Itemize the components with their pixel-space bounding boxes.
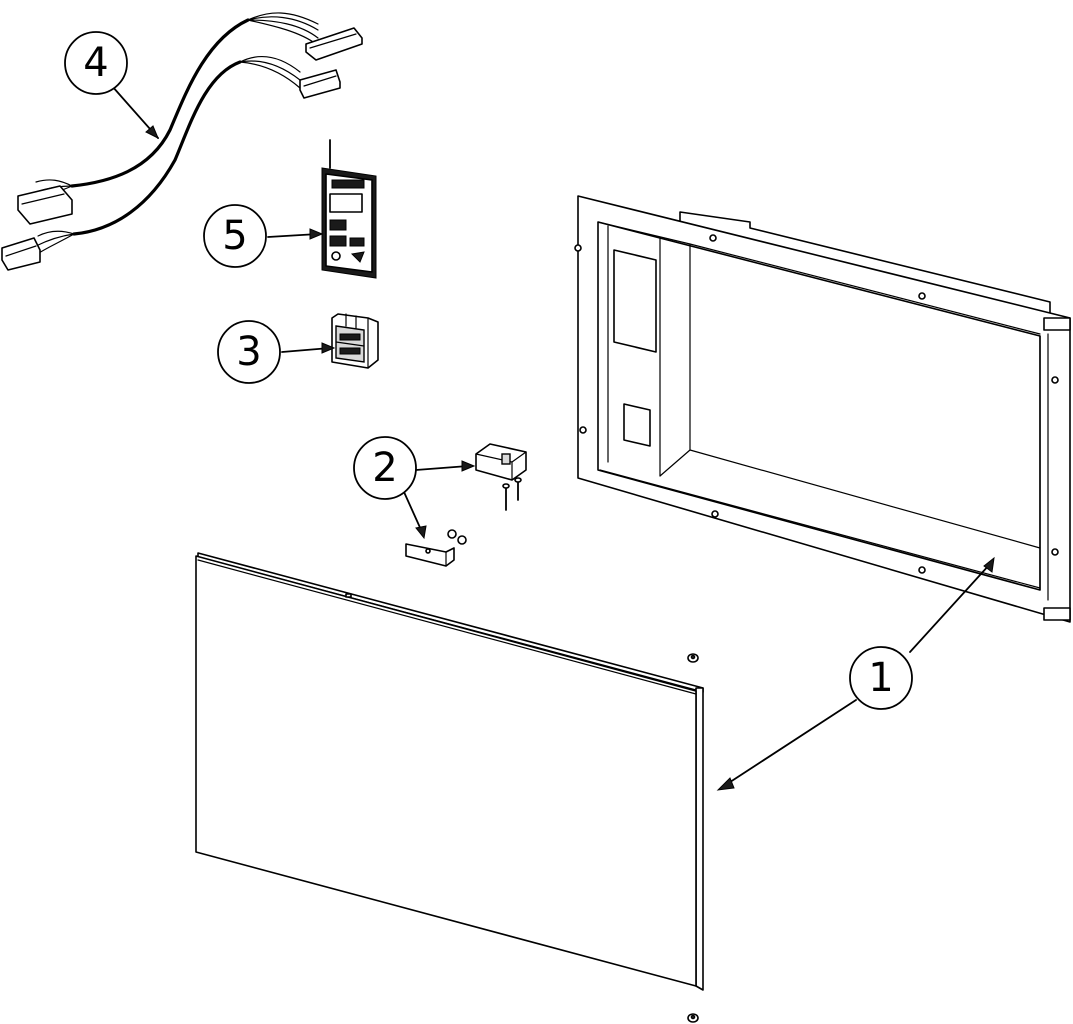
callout-1: 1 (849, 646, 913, 710)
door-panel-part (195, 552, 704, 1023)
callout-4-label: 4 (83, 40, 108, 86)
callout-1-label: 1 (868, 655, 893, 701)
latch-part (405, 443, 527, 567)
callout-3-label: 3 (236, 329, 261, 375)
callout-5: 5 (203, 204, 267, 268)
callout-2: 2 (353, 436, 417, 500)
callout-2-label: 2 (372, 445, 397, 491)
frame-screw-holes (574, 234, 1059, 574)
callout-5-label: 5 (222, 213, 247, 259)
switch-part (331, 313, 379, 369)
leader-lines (111, 85, 995, 791)
callout-3: 3 (217, 320, 281, 384)
frame-part (574, 195, 1071, 623)
control-board-part (321, 139, 377, 279)
callout-4: 4 (64, 31, 128, 95)
wire-harness-part (1, 12, 363, 271)
